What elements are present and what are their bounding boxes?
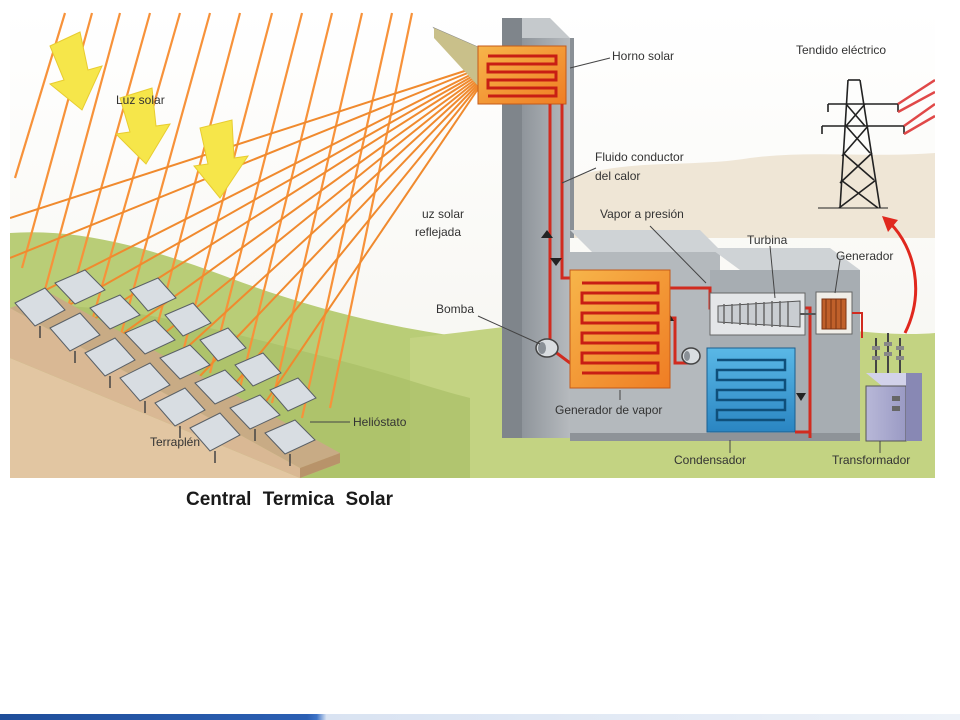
embankment-right-face <box>300 453 340 478</box>
distant-hills <box>570 153 935 238</box>
solar-furnace <box>477 45 567 105</box>
solar-plant-diagram: Luz solar Horno solar Tendido eléctrico … <box>10 8 935 478</box>
sunlight-arrow-2 <box>114 87 171 165</box>
transformer <box>865 333 922 442</box>
label-horno-solar: Horno solar <box>612 49 674 63</box>
label-terraplen: Terraplén <box>150 435 200 449</box>
label-fluido-line2: del calor <box>595 169 640 183</box>
label-luz-reflejada-line1: uz solar <box>422 207 464 221</box>
label-tendido-electrico: Tendido eléctrico <box>796 43 886 57</box>
label-luz-solar: Luz solar <box>116 93 165 107</box>
label-condensador: Condensador <box>674 453 746 467</box>
pump-secondary <box>681 347 701 365</box>
condenser <box>706 347 810 434</box>
slide-caption: Central Termica Solar <box>186 489 394 510</box>
embankment-face <box>10 358 300 478</box>
heliostat-posts <box>39 326 291 466</box>
label-fluido-line1: Fluido conductor <box>595 150 684 164</box>
slide-bottom-bar <box>0 714 960 720</box>
label-generador-vapor: Generador de vapor <box>555 403 662 417</box>
label-generador: Generador <box>836 249 893 263</box>
sunlight-arrow-3 <box>193 119 250 199</box>
label-heliostato: Helióstato <box>353 415 407 429</box>
transmission-pylon <box>818 79 905 209</box>
label-transformador: Transformador <box>832 453 910 467</box>
label-vapor-presion: Vapor a presión <box>600 207 684 221</box>
label-turbina: Turbina <box>747 233 788 247</box>
turbine <box>709 292 818 336</box>
label-bomba: Bomba <box>436 302 474 316</box>
sunlight-arrow-1 <box>48 31 103 111</box>
power-output-arrow <box>882 216 918 334</box>
label-luz-reflejada-line2: reflejada <box>415 225 461 239</box>
power-lines <box>897 78 935 136</box>
label-leader-lines <box>310 57 881 453</box>
generator <box>815 291 863 338</box>
heliostat-field <box>14 269 317 455</box>
steam-generator <box>569 269 671 389</box>
pump-main <box>535 338 559 358</box>
